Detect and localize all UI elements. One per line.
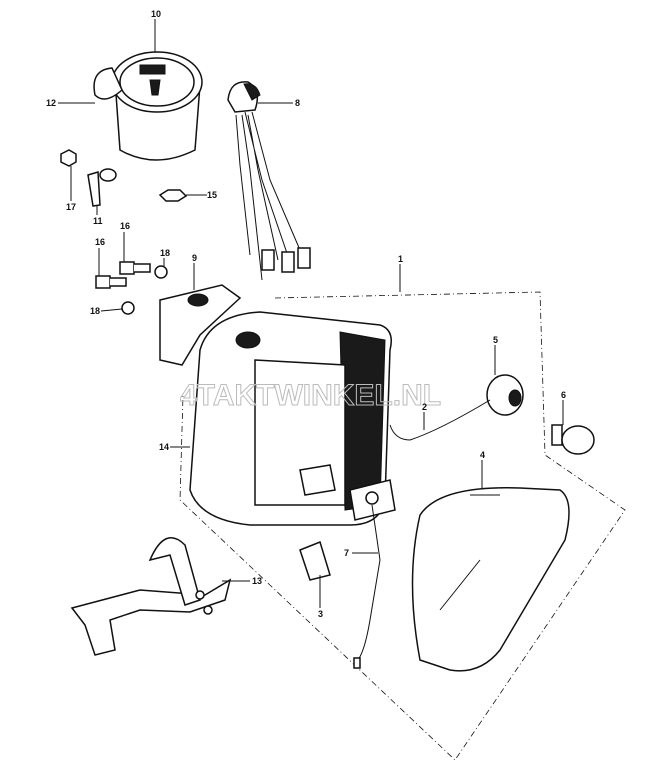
callout-9: 9 [192,253,197,263]
bulb-socket [389,374,524,441]
clip-3 [299,540,331,581]
speedometer [93,51,203,161]
callout-2: 2 [422,402,427,412]
bracket-9 [159,284,242,366]
callout-16a: 16 [120,221,130,231]
hex-nut-15 [158,189,188,202]
assembly-outline [179,291,626,761]
callout-16b: 16 [95,237,105,247]
callout-13: 13 [252,576,262,586]
callout-1: 1 [398,254,403,264]
callout-11: 11 [93,216,103,226]
callout-17: 17 [66,202,76,212]
callout-6: 6 [561,390,566,400]
callout-18b: 18 [90,306,100,316]
washer-18b [121,301,135,315]
leader-lines [58,19,564,608]
callout-12: 12 [46,98,56,108]
callout-8: 8 [295,98,300,108]
ground-wire [349,479,396,669]
callout-4: 4 [480,450,485,460]
bolt-16a [119,261,151,275]
washer-18a [154,265,168,279]
callout-14: 14 [159,442,169,452]
callout-7: 7 [344,548,349,558]
watermark: 4TAKTWINKEL.NL [180,379,441,412]
bulb [551,424,595,455]
callout-18a: 18 [160,248,170,258]
bolt-16b [95,275,127,289]
nut-17 [60,149,77,167]
headlight-case [189,311,392,526]
screw-11 [87,168,117,207]
switch-harness [227,81,311,281]
headlight-stay [70,536,232,656]
callout-10: 10 [151,9,161,19]
callout-5: 5 [493,335,498,345]
callout-15: 15 [207,190,217,200]
callout-3: 3 [318,609,323,619]
headlight-lens [411,486,570,672]
